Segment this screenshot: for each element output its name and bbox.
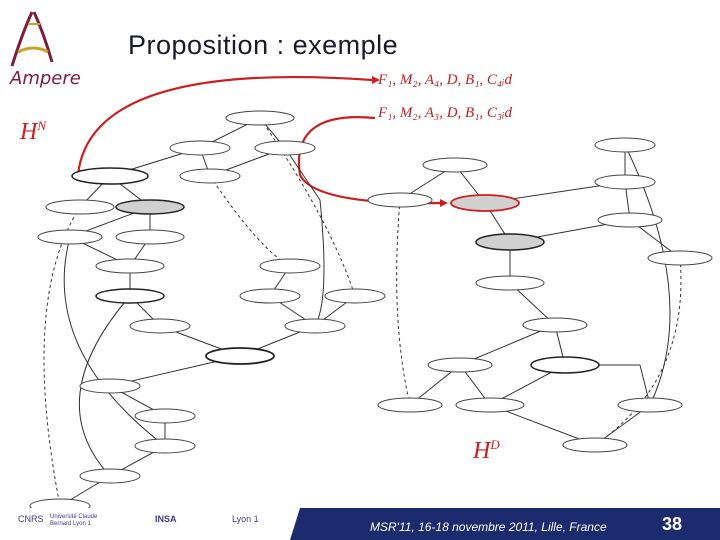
formula-bottom: F₁, M₂, A₃, D, B₁, C₃ᵢd xyxy=(378,105,512,121)
slide-title: Proposition : exemple xyxy=(128,30,399,60)
right-graph-nodes xyxy=(367,137,713,453)
ampere-logo: Ampere xyxy=(9,11,81,89)
lyon1-logo: Lyon 1 xyxy=(232,514,259,524)
graph-diagram xyxy=(29,75,713,510)
graph-label-hd: HD xyxy=(473,437,500,464)
insa-logo: INSA xyxy=(155,514,177,524)
cnrs-logo: CNRS xyxy=(18,514,44,524)
graph-label-hn: HN xyxy=(20,118,47,145)
conference-footer: MSR'11, 16-18 novembre 2011, Lille, Fran… xyxy=(370,520,607,534)
highlight-arrow-bottom xyxy=(297,116,441,205)
page-number: 38 xyxy=(662,514,683,534)
formula-top: F₁, M₂, A₄, D, B₁, C₄ᵢd xyxy=(378,72,512,88)
footer-bar xyxy=(0,508,720,540)
highlight-arrow-top xyxy=(76,75,373,176)
ucbl-logo: Université Claude Bernard Lyon 1 xyxy=(50,514,98,527)
left-graph-nodes xyxy=(29,110,386,510)
logo-wordmark: Ampere xyxy=(9,68,81,89)
